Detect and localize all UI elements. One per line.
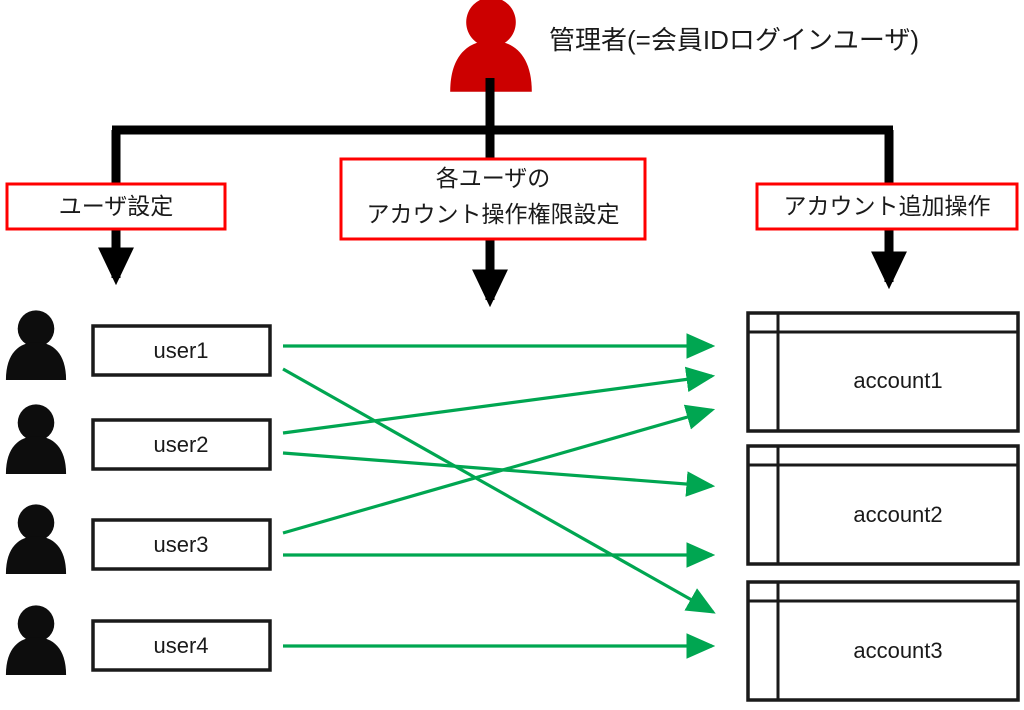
action-box-outline — [339, 157, 647, 241]
user-label: user2 — [153, 432, 208, 457]
action-box-label-line-1: 各ユーザの — [436, 165, 551, 191]
account-card-account1[interactable]: account1 — [746, 311, 1020, 433]
permission-link-user1-to-account3 — [282, 367, 716, 614]
user-row-user4[interactable]: user4 — [5, 605, 272, 676]
user-box-outline — [91, 619, 272, 672]
action-box-label-line-2: アカウント操作権限設定 — [367, 201, 620, 227]
permission-link-user2-to-account2 — [282, 451, 716, 497]
person-icon — [5, 605, 67, 676]
action-box-user-settings[interactable]: ユーザ設定 — [5, 182, 227, 231]
action-box-label-line-1: ユーザ設定 — [59, 193, 174, 219]
person-icon — [5, 310, 67, 381]
account-label: account2 — [853, 502, 942, 527]
action-box-outline — [755, 182, 1019, 231]
permission-link-user2-to-account1 — [282, 366, 716, 435]
admin-header: 管理者(=会員IDログインユーザ) — [450, 0, 919, 92]
action-box-label-line-1: アカウント追加操作 — [784, 193, 991, 219]
admin-title: 管理者(=会員IDログインユーザ) — [549, 25, 919, 55]
account-label: account1 — [853, 368, 942, 393]
user-row-user3[interactable]: user3 — [5, 504, 272, 575]
action-box-account-add-operation[interactable]: アカウント追加操作 — [755, 182, 1019, 231]
account-label: account3 — [853, 638, 942, 663]
user-box-outline — [91, 418, 272, 471]
user-row-user1[interactable]: user1 — [5, 310, 272, 381]
user-label: user4 — [153, 633, 208, 658]
permission-link-group — [282, 333, 716, 659]
person-icon — [5, 504, 67, 575]
account-card-account3[interactable]: account3 — [746, 580, 1020, 702]
permission-link-user3-to-account1 — [282, 404, 716, 535]
user-row-user2[interactable]: user2 — [5, 404, 272, 475]
user-box-outline — [91, 324, 272, 377]
user-label: user1 — [153, 338, 208, 363]
user-box-outline — [91, 518, 272, 571]
account-card-account2[interactable]: account2 — [746, 444, 1020, 566]
person-icon — [5, 404, 67, 475]
action-box-outline — [5, 182, 227, 231]
user-label: user3 — [153, 532, 208, 557]
action-box-account-permission-settings[interactable]: 各ユーザの アカウント操作権限設定 — [339, 157, 647, 241]
